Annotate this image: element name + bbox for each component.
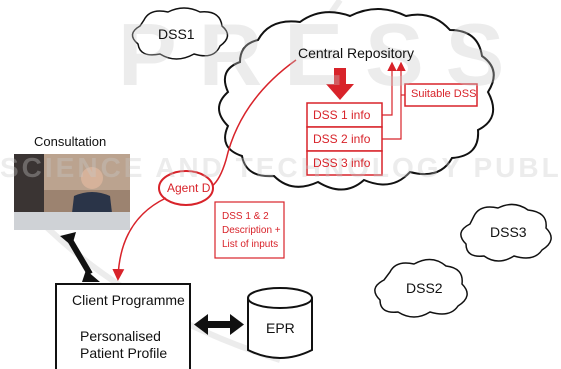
consultation-photo xyxy=(14,154,130,230)
dss2-connector xyxy=(382,61,406,140)
photo-client-double-arrow xyxy=(60,232,100,282)
dss2-label: DSS2 xyxy=(406,280,443,296)
dss2-info-label: DSS 2 info xyxy=(313,132,371,146)
dss1-info-label: DSS 1 info xyxy=(313,108,371,122)
dss3-cloud xyxy=(460,203,552,262)
agent-ellipse xyxy=(158,170,214,206)
watermark-publications: SCIENCE AND TECHNOLOGY PUBLICATIONS xyxy=(0,152,561,183)
central-repository-cloud xyxy=(218,8,495,191)
client-profile-line-2: Patient Profile xyxy=(80,345,168,361)
agent-client-link xyxy=(112,197,167,281)
epr-cylinder xyxy=(247,287,313,359)
dss1-label: DSS1 xyxy=(158,26,195,42)
agent-label: Agent D xyxy=(167,181,211,195)
client-profile-line-1: Personalised xyxy=(80,328,161,344)
dss3-info-label: DSS 3 info xyxy=(313,156,371,170)
client-programme-box xyxy=(55,283,191,369)
epr-label: EPR xyxy=(266,320,295,336)
dss1-connector xyxy=(382,61,397,116)
consultation-label: Consultation xyxy=(34,134,107,149)
dss1-cloud xyxy=(131,7,229,60)
retrieval-arrow xyxy=(326,68,354,100)
dss3-info-box xyxy=(306,150,383,176)
client-epr-double-arrow xyxy=(194,314,244,335)
client-programme-title: Client Programme xyxy=(72,292,185,308)
note-line-1: DSS 1 & 2 xyxy=(222,211,269,222)
note-line-2: Description + xyxy=(222,225,281,236)
dss2-cloud xyxy=(374,258,468,318)
central-repository-title: Central Repository xyxy=(298,45,414,61)
repository-agent-link xyxy=(211,59,297,187)
watermark-press: PRESS xyxy=(118,5,527,104)
dss1-info-box xyxy=(306,102,383,128)
note-box xyxy=(214,201,285,259)
dss3-label: DSS3 xyxy=(490,224,527,240)
suitable-dss-label: Suitable DSS xyxy=(411,88,477,100)
note-line-3: List of inputs xyxy=(222,239,279,250)
